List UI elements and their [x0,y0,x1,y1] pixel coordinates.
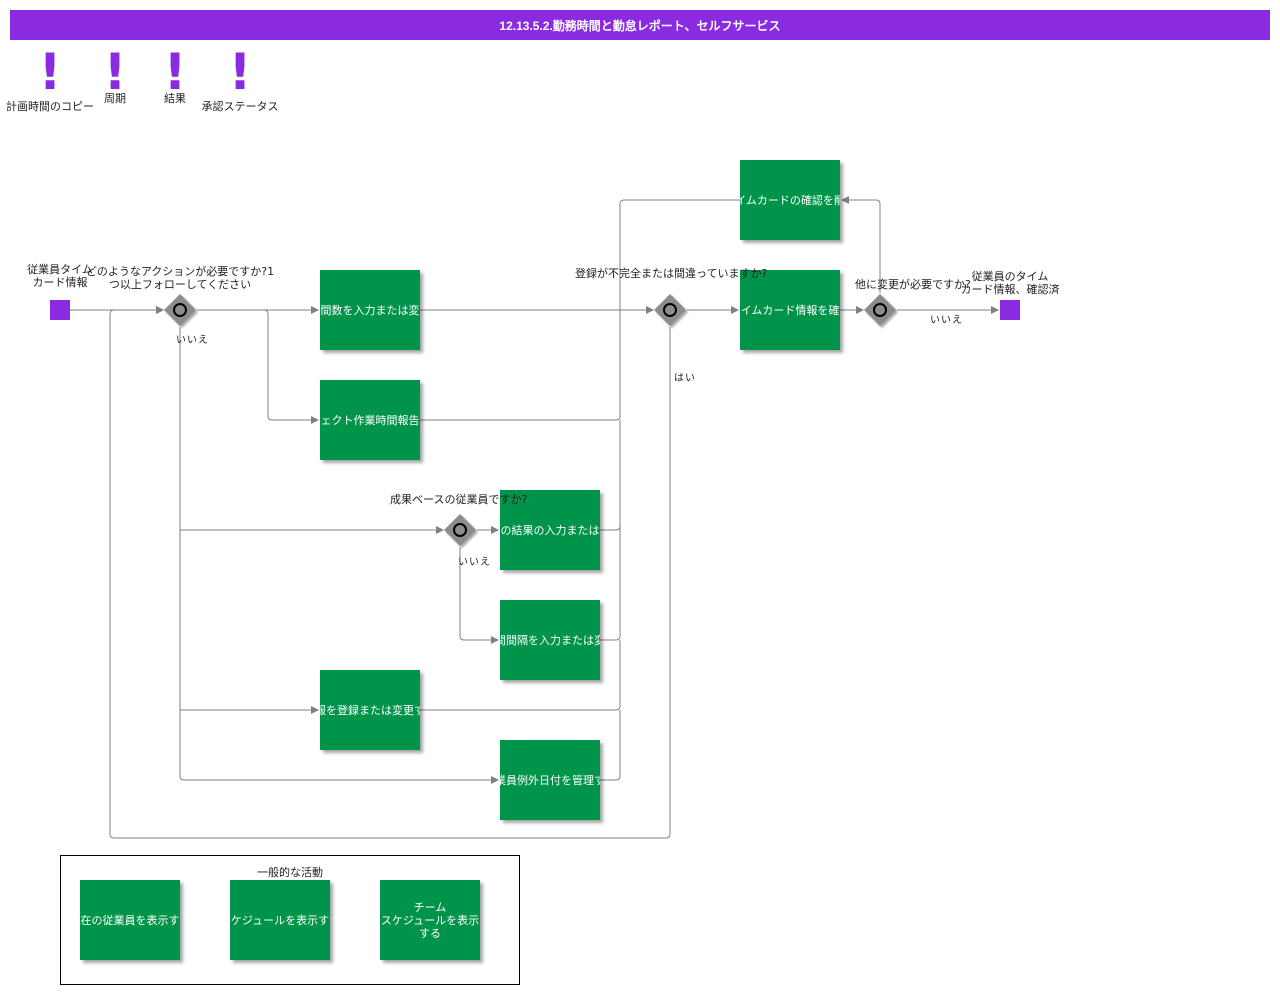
end-event [1000,300,1020,320]
exclamation-icon: ! [38,43,62,101]
warning-approval-status: ! 承認ステータス [195,44,285,113]
gateway-complete [654,294,686,326]
task-register-info[interactable]: 情報を登録または変更する [320,670,420,750]
action-gateway-no-label: いいえ [176,335,209,346]
legend-task-current-employees[interactable]: 現在の従業員を表示する [80,880,180,960]
warning-label: 承認ステータス [201,100,279,113]
complete-gateway-question: 登録が不完全または間違っていますか? [575,267,768,280]
flow-merge-interval [600,420,621,641]
gateway-result-based [444,514,476,546]
flow-to-project-report [263,309,319,424]
task-enter-hours[interactable]: 時間数を入力または変更 [320,270,420,350]
more-gateway-no-label: いいえ [930,315,963,326]
start-event-label: 従業員タイム カード情報 [27,263,93,289]
task-enter-results[interactable]: 時間の結果の入力または変更 [500,490,600,570]
warning-period: ! 周期 [85,44,145,105]
legend-task-team-schedule[interactable]: チーム スケジュールを表示する [380,880,480,960]
more-gateway-question: 他に変更が必要ですか? [855,278,971,291]
task-delete-confirm[interactable]: タイムカードの確認を削除 [740,160,840,240]
exclamation-icon: ! [163,43,187,101]
complete-gateway-yes-label: はい [674,373,696,384]
end-event-label: 従業員のタイム カード情報、確認済 [960,270,1060,296]
flow-to-enter-interval [459,547,499,644]
legend-general-activities: 一般的な活動 現在の従業員を表示する スケジュールを表示する チーム スケジュー… [60,855,520,985]
legend-task-schedule[interactable]: スケジュールを表示する [230,880,330,960]
result-gateway-no-label: いいえ [458,557,491,568]
warning-result: ! 結果 [145,44,205,105]
flow-to-delete-confirm [841,196,881,293]
flow-merge-bus [420,199,740,421]
exclamation-icon: ! [103,43,127,101]
result-gateway-question: 成果ベースの従業員ですか? [390,493,528,506]
warning-label: 計画時間のコピー [6,100,94,113]
flow-merge-exceptions [600,710,621,781]
gateway-more-changes [864,294,896,326]
diagram-title: 12.13.5.2.勤務時間と勤怠レポート、セルフサービス [10,10,1270,40]
task-confirm-card[interactable]: タイムカード情報を確認 [740,270,840,350]
warning-copy-plan: ! 計画時間のコピー [5,44,95,113]
warning-label: 結果 [164,92,186,105]
flow-merge-results [600,525,621,531]
flow-merge-register [420,640,621,711]
legend-title: 一般的な活動 [257,866,323,879]
exclamation-icon: ! [228,43,252,101]
task-enter-interval[interactable]: 時間間隔を入力または変更 [500,600,600,680]
task-project-report[interactable]: プロジェクト作業時間報告の入力 [320,380,420,460]
warning-label: 周期 [104,92,126,105]
flow-loop-back [109,306,671,839]
task-manage-exceptions[interactable]: 従業員例外日付を管理する [500,740,600,820]
gateway-action [164,294,196,326]
action-gateway-question: どのようなアクションが必要ですか?1 つ以上フォローしてください [85,265,275,291]
start-event [50,300,70,320]
flow-to-manage-exceptions [179,327,499,784]
